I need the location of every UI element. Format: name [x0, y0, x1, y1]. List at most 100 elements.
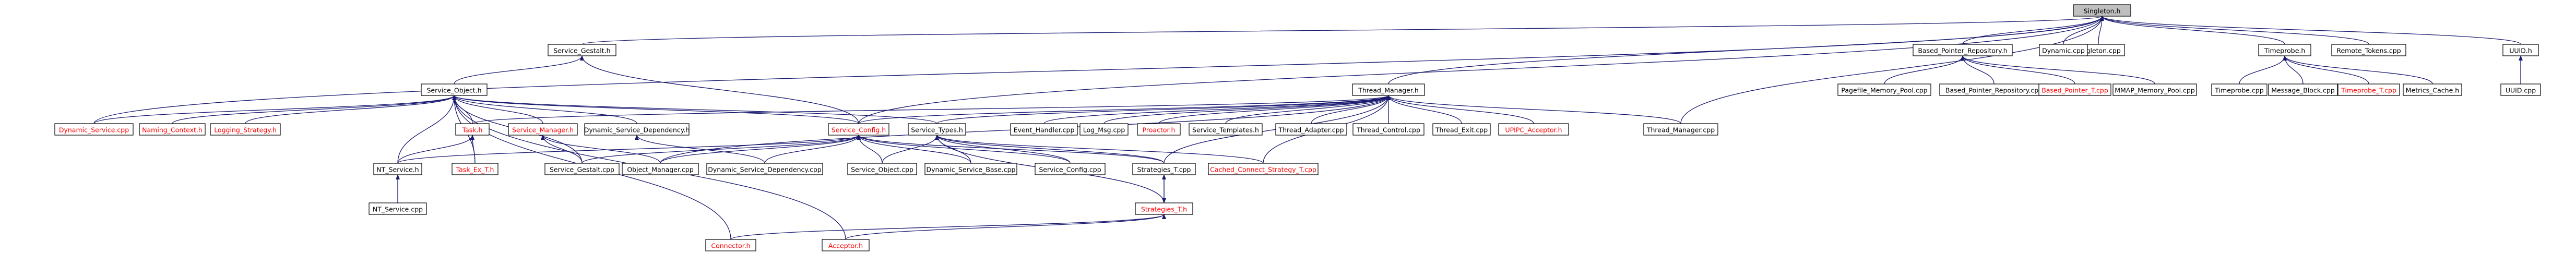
node-label: UPIPC_Acceptor.h [1505, 126, 1562, 134]
node-timeprobe-cpp[interactable]: Timeprobe.cpp [2211, 83, 2268, 96]
edge-service_object_h-includes-service_gestalt_h [454, 55, 584, 85]
node-box [1913, 44, 2013, 56]
node-box [1132, 163, 1196, 175]
node-uuid-h[interactable]: UUID.h [2502, 44, 2539, 56]
edge-timeprobe_cpp-includes-timeprobe_h [2239, 55, 2287, 85]
edge-service_gestalt_cpp-includes-service_manager_h [541, 135, 583, 164]
node-box [452, 163, 498, 175]
node-box [1189, 123, 1263, 136]
node-pagefile-memory-pool-cpp[interactable]: Pagefile_Memory_Pool.cpp [1837, 83, 1931, 96]
edge-service_manager_h-includes-service_object_h [452, 95, 543, 124]
edge-nt_service_h-includes-service_config_h [397, 135, 861, 164]
node-task-h[interactable]: Task.h [455, 123, 490, 136]
edge-service_gestalt_h-includes-singleton_h [581, 16, 2104, 45]
node-acceptor-h[interactable]: Acceptor.h [822, 239, 870, 251]
edge-strategies_t_cpp-includes-service_config_h [857, 135, 1165, 164]
node-label: MMAP_Memory_Pool.cpp [2115, 87, 2195, 94]
node-nt-service-h[interactable]: NT_Service.h [373, 163, 422, 175]
node-thread-manager-h[interactable]: Thread_Manager.h [1352, 83, 1425, 96]
edge-nt_service_h-includes-service_object_h [397, 95, 456, 164]
node-label: Based_Pointer_Repository.h [1918, 47, 2007, 55]
edge-service_config_cpp-includes-service_config_h [857, 135, 1071, 164]
node-service-config-h[interactable]: Service_Config.h [828, 123, 889, 136]
node-label: Task_Ex_T.h [456, 166, 494, 174]
node-log-msg-cpp[interactable]: Log_Msg.cpp [1079, 123, 1129, 136]
node-service-object-h[interactable]: Service_Object.h [421, 83, 488, 96]
node-label: Service_Config.cpp [1039, 166, 1101, 174]
node-service-manager-h[interactable]: Service_Manager.h [508, 123, 578, 136]
node-object-manager-cpp[interactable]: Object_Manager.cpp [622, 163, 699, 175]
node-based-pointer-repository-h[interactable]: Based_Pointer_Repository.h [1913, 44, 2013, 56]
node-label: Metrics_Cache.h [2406, 87, 2459, 94]
node-service-templates-h[interactable]: Service_Templates.h [1189, 123, 1263, 136]
node-box [822, 239, 870, 251]
edge-based_pointer_t_cpp-includes-based_pointer_repository_h [1961, 55, 2075, 85]
node-box [455, 123, 490, 136]
node-box [548, 44, 616, 56]
edge-nt_service_h-includes-task_h [397, 135, 474, 164]
node-service-object-cpp[interactable]: Service_Object.cpp [847, 163, 917, 175]
node-strategies-t-h[interactable]: Strategies_T.h [1135, 202, 1193, 215]
node-box [210, 123, 281, 136]
edge-dynamic_service_cpp-includes-service_object_h [93, 95, 456, 124]
node-label: Service_Manager.h [512, 126, 574, 134]
node-based-pointer-t-cpp[interactable]: Based_Pointer_T.cpp [2038, 83, 2111, 96]
node-based-pointer-repository-cpp[interactable]: Based_Pointer_Repository.cpp [1939, 83, 2049, 96]
node-cached-connect-strategy-t-cpp[interactable]: Cached_Connect_Strategy_T.cpp [1208, 163, 1319, 175]
node-box [2500, 83, 2541, 96]
edge-cached_connect_strategy_t_cpp-includes-service_types_h [935, 135, 1264, 164]
node-box [2039, 44, 2088, 56]
node-thread-adapter-cpp[interactable]: Thread_Adapter.cpp [1275, 123, 1347, 136]
node-label: Based_Pointer_T.cpp [2041, 87, 2108, 94]
node-box [508, 123, 578, 136]
node-box [706, 163, 823, 175]
node-connector-h[interactable]: Connector.h [705, 239, 756, 251]
node-service-config-cpp[interactable]: Service_Config.cpp [1035, 163, 1106, 175]
edge-log_msg_cpp-includes-thread_manager_h [1103, 95, 1391, 124]
node-remote-tokens-cpp[interactable]: Remote_Tokens.cpp [2331, 44, 2406, 56]
node-metrics-cache-h[interactable]: Metrics_Cache.h [2403, 83, 2462, 96]
node-service-types-h[interactable]: Service_Types.h [908, 123, 966, 136]
node-box [1208, 163, 1319, 175]
node-label: Timeprobe.cpp [2214, 87, 2263, 94]
node-dynamic-service-base-cpp[interactable]: Dynamic_Service_Base.cpp [924, 163, 1017, 175]
node-uipipc-acceptor-h[interactable]: UPIPC_Acceptor.h [1498, 123, 1569, 136]
node-thread-manager-cpp[interactable]: Thread_Manager.cpp [1643, 123, 1718, 136]
node-box [1352, 123, 1424, 136]
node-dynamic-service-dependency-h[interactable]: Dynamic_Service_Dependency.h [584, 123, 690, 136]
file-nodes: Singleton.hSingleton.cppBased_Pointer_Re… [54, 4, 2541, 251]
node-dynamic-cpp[interactable]: Dynamic.cpp [2039, 44, 2088, 56]
node-thread-control-cpp[interactable]: Thread_Control.cpp [1352, 123, 1424, 136]
node-mmap-memory-pool-cpp[interactable]: MMAP_Memory_Pool.cpp [2112, 83, 2197, 96]
node-box [584, 123, 690, 136]
node-proactor-h[interactable]: Proactor.h [1137, 123, 1181, 136]
node-dynamic-service-dependency-cpp[interactable]: Dynamic_Service_Dependency.cpp [706, 163, 823, 175]
node-label: Dynamic_Service_Dependency.cpp [708, 166, 822, 174]
node-service-gestalt-h[interactable]: Service_Gestalt.h [548, 44, 616, 56]
node-label: UUID.cpp [2506, 87, 2536, 94]
node-timeprobe-h[interactable]: Timeprobe.h [2258, 44, 2311, 56]
edge-strategies_t_cpp-includes-service_types_h [935, 135, 1165, 164]
node-box [421, 83, 488, 96]
node-message-block-cpp[interactable]: Message_Block.cpp [2268, 83, 2338, 96]
node-box [1643, 123, 1718, 136]
edge-service_object_cpp-includes-service_types_h [882, 135, 939, 164]
edge-service_config_h-includes-service_object_h [452, 95, 859, 124]
node-event-handler-cpp[interactable]: Event_Handler.cpp [1010, 123, 1078, 136]
node-logging-strategy-h[interactable]: Logging_Strategy.h [210, 123, 281, 136]
node-box [2211, 83, 2268, 96]
node-uuid-cpp[interactable]: UUID.cpp [2500, 83, 2541, 96]
node-box [2073, 4, 2131, 17]
node-nt-service-cpp[interactable]: NT_Service.cpp [369, 202, 427, 215]
node-label: NT_Service.h [376, 166, 419, 174]
node-box [1432, 123, 1491, 136]
node-service-gestalt-cpp[interactable]: Service_Gestalt.cpp [544, 163, 620, 175]
node-singleton-h[interactable]: Singleton.h [2073, 4, 2131, 17]
node-thread-exit-cpp[interactable]: Thread_Exit.cpp [1432, 123, 1491, 136]
node-naming-context-h[interactable]: Naming_Context.h [139, 123, 206, 136]
edge-timeprobe_t_cpp-includes-timeprobe_h [2283, 55, 2369, 85]
node-strategies-t-cpp[interactable]: Strategies_T.cpp [1132, 163, 1196, 175]
node-timeprobe-t-cpp[interactable]: Timeprobe_T.cpp [2337, 83, 2400, 96]
node-task-ex-t-h[interactable]: Task_Ex_T.h [452, 163, 498, 175]
node-dynamic-service-cpp[interactable]: Dynamic_Service.cpp [54, 123, 134, 136]
